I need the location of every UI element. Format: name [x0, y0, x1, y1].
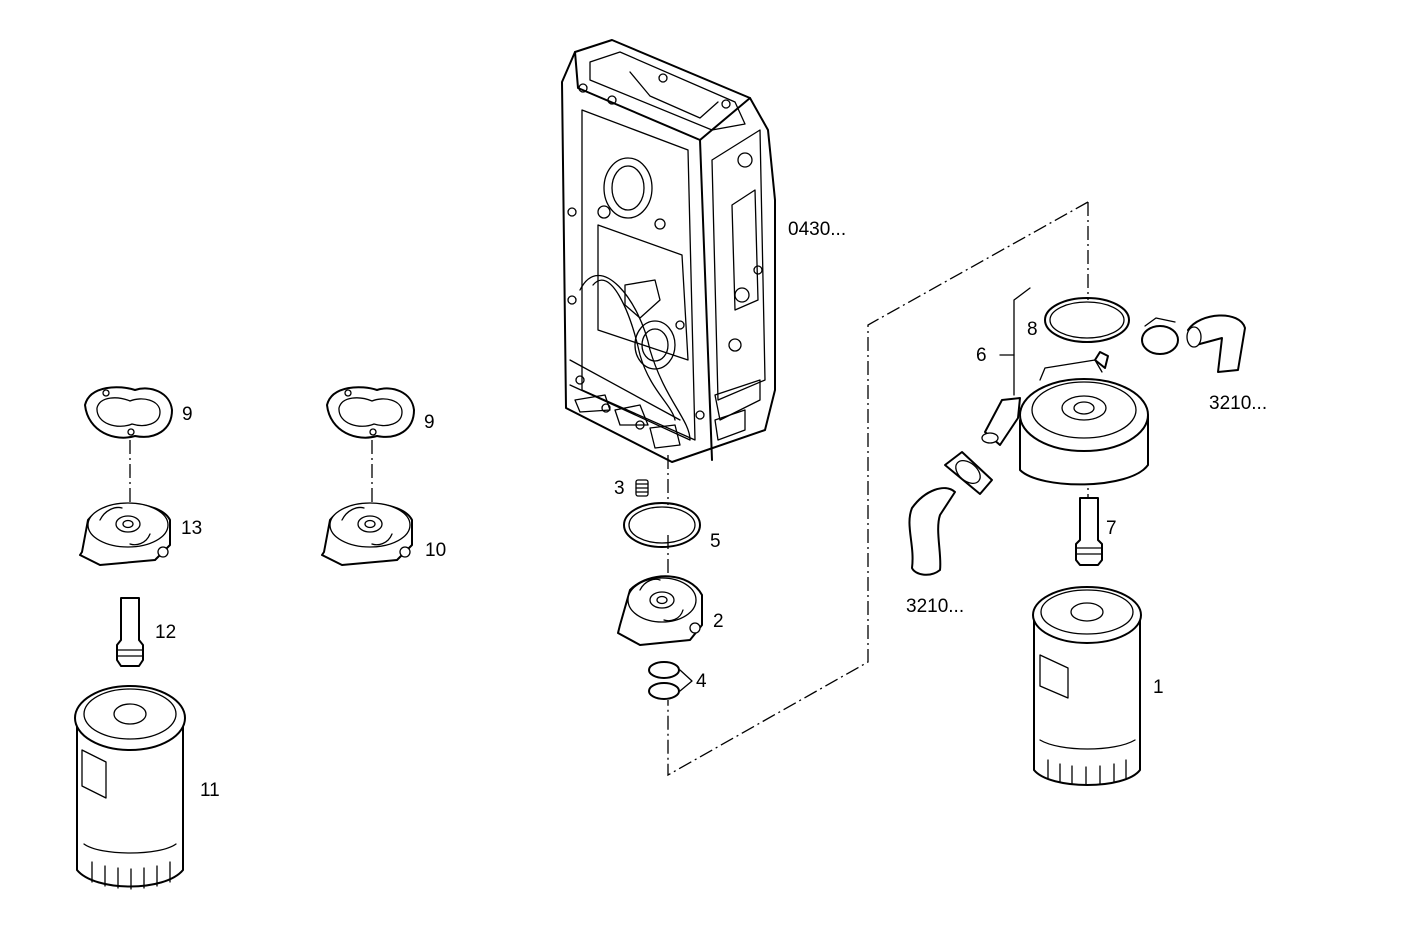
callout-4: 4 — [696, 671, 707, 692]
hose-elbow-right — [1186, 314, 1246, 373]
callout-5: 5 — [710, 531, 721, 552]
o-rings-4 — [648, 661, 693, 700]
clamp-right — [1141, 317, 1179, 355]
gear-housing — [561, 39, 776, 463]
o-ring-5 — [623, 502, 701, 548]
leader-6 — [999, 287, 1031, 396]
callout-6: 6 — [976, 345, 987, 366]
callout-9-left: 9 — [182, 404, 193, 425]
oil-filter-11 — [74, 685, 186, 890]
callout-2: 2 — [713, 611, 724, 632]
callout-1: 1 — [1153, 677, 1164, 698]
gasket-9-middle — [326, 386, 415, 439]
flange-lower — [944, 451, 993, 495]
oil-cooler — [981, 351, 1149, 486]
callout-10: 10 — [425, 540, 447, 561]
callout-12: 12 — [155, 622, 177, 643]
callout-7: 7 — [1106, 518, 1117, 539]
callout-3: 3 — [614, 478, 625, 499]
plug-3 — [635, 479, 649, 497]
oil-filter-1 — [1032, 586, 1142, 786]
housing-reference-label: 0430... — [788, 219, 847, 240]
hose-reference-label-lower: 3210... — [906, 596, 965, 617]
gasket-9-left — [84, 386, 173, 439]
adapter-13 — [79, 502, 171, 566]
nipple-7 — [1075, 497, 1103, 566]
callout-9-middle: 9 — [424, 412, 435, 433]
callout-13: 13 — [181, 518, 203, 539]
adapter-2 — [617, 575, 703, 646]
hose-reference-label-right: 3210... — [1209, 393, 1268, 414]
nipple-12 — [116, 597, 144, 667]
adapter-10 — [321, 502, 413, 566]
ring-8 — [1044, 297, 1130, 343]
callout-8: 8 — [1027, 319, 1038, 340]
callout-11: 11 — [200, 780, 220, 801]
hose-lower — [908, 487, 956, 576]
